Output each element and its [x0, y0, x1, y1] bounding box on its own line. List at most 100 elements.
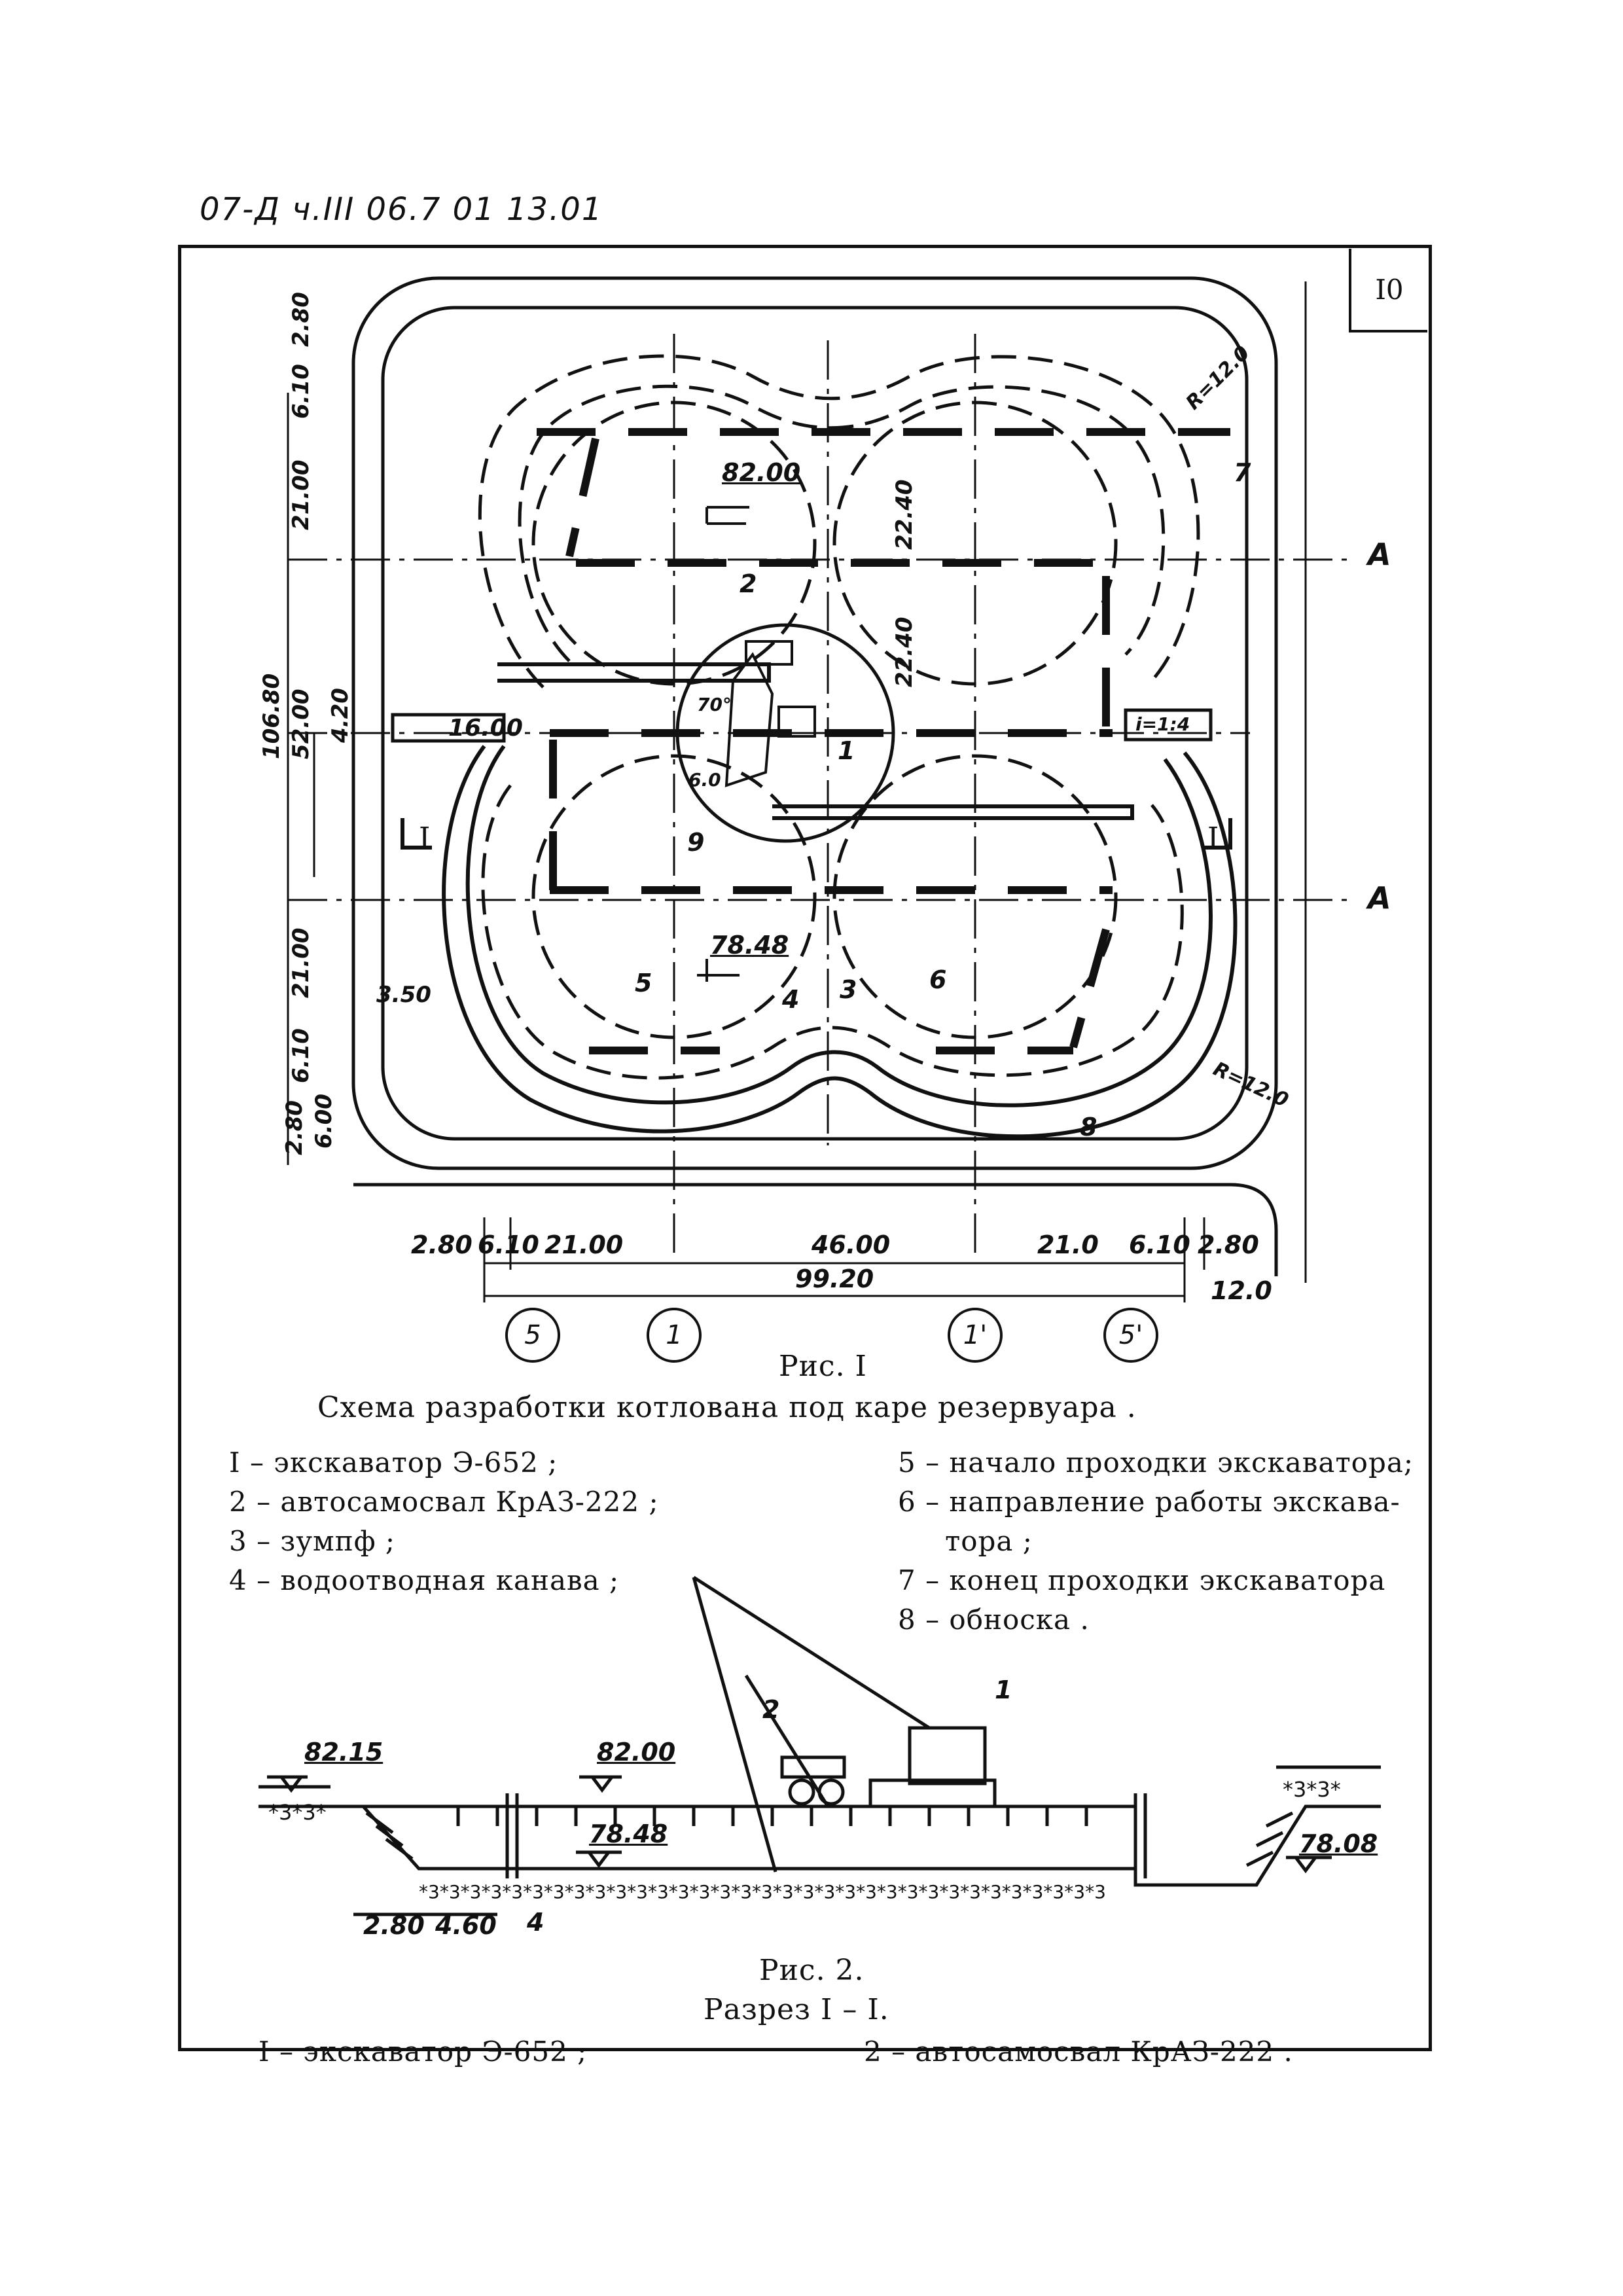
drawing-frame [178, 245, 1432, 2051]
elevation-label-82-15: 82.15 [304, 1738, 383, 1767]
section-ticks [456, 1806, 1088, 1826]
excavator-symbol [777, 706, 816, 738]
axis-bubble-5-prime: 5' [1103, 1308, 1158, 1363]
elevation-label-82-00: 82.00 [722, 458, 801, 487]
fig1-label: Рис. I [779, 1350, 867, 1383]
axis-bubble-5: 5 [505, 1308, 560, 1363]
elevation-label-78-48-section: 78.48 [589, 1820, 668, 1848]
callout-section-1: 1 [995, 1676, 1012, 1704]
ramp-right [1124, 708, 1213, 742]
lower-pit-edge [465, 745, 1213, 1107]
slope-hatch-right [1245, 1811, 1294, 1867]
legend-left: I – экскаватор Э-652 ; 2 – автосамосвал … [229, 1443, 659, 1600]
movement-path-se [1069, 928, 1110, 1049]
dim-h-21-00: 21.00 [544, 1230, 624, 1259]
callout-7: 7 [1234, 458, 1251, 487]
callout-2: 2 [740, 569, 757, 598]
upper-pit-outline [478, 354, 1200, 689]
fig2-legend-1: I – экскаватор Э-652 ; [259, 2036, 588, 2068]
perimeter-road-outer [351, 276, 1278, 1170]
axis-label-A-lower: А [1368, 880, 1391, 916]
callout-3: 3 [840, 975, 857, 1004]
legend-item-1: I – экскаватор Э-652 ; [229, 1446, 558, 1479]
dim-6-0: 6.0 [688, 769, 721, 791]
bench-lower [772, 804, 1134, 820]
axis-bubble-1-prime: 1' [948, 1308, 1003, 1363]
elevation-label-82-00-section: 82.00 [597, 1738, 676, 1767]
elevation-mark-upper [705, 506, 749, 525]
slope-hatch-left [365, 1812, 414, 1860]
break-mark-left [505, 1793, 519, 1878]
truck-symbol [745, 640, 793, 666]
legend-item-4: 4 – водоотводная канава ; [229, 1564, 620, 1596]
upper-pit-inner [518, 384, 1166, 662]
slope-label: i=1:4 [1135, 713, 1190, 735]
road-lower [353, 1183, 1278, 1276]
svg-text:*3*3*: *3*3* [1283, 1777, 1341, 1802]
callout-section-4: 4 [527, 1908, 544, 1937]
callout-1: 1 [838, 736, 855, 765]
perimeter-road-inner [381, 306, 1249, 1141]
dim-3-50: 3.50 [376, 982, 431, 1008]
fig2-caption: Разрез I – I. [704, 1993, 889, 2026]
legend-item-7: 7 – конец проходки экскаватора [898, 1564, 1386, 1596]
elevation-mark-78-48 [576, 1850, 622, 1869]
break-mark-right [1133, 1793, 1147, 1878]
bench-upper [497, 662, 771, 683]
callout-5: 5 [635, 969, 652, 997]
elevation-label-78-08: 78.08 [1299, 1829, 1378, 1858]
document-code: 07-Д ч.III 06.7 01 13.01 [200, 191, 603, 228]
dim-h-6-10-left: 6.10 [478, 1230, 539, 1259]
ramp-width-label: 16.00 [448, 715, 523, 742]
dim-h-21-0: 21.0 [1037, 1230, 1099, 1259]
dim-h-outer: 12.0 [1211, 1276, 1272, 1305]
ramp-left [391, 713, 506, 743]
fig2-legend-2: 2 – автосамосвал КрАЗ-222 . [864, 2036, 1293, 2068]
crane-boom [692, 1577, 777, 1873]
elevation-mark-lower [697, 959, 740, 982]
section-mark-left [401, 818, 432, 850]
callout-9: 9 [687, 828, 705, 857]
legend-item-6-cont: тора ; [945, 1525, 1033, 1557]
section-mark-right [1204, 818, 1232, 850]
elevation-mark-78-08 [1286, 1856, 1332, 1874]
section-label-left: I [419, 821, 431, 855]
excavator-cab [908, 1726, 987, 1785]
legend-item-2: 2 – автосамосвал КрАЗ-222 ; [229, 1486, 659, 1518]
excavator-track [868, 1778, 997, 1808]
dim-h-46-00: 46.00 [812, 1230, 891, 1259]
excavation-profile [259, 1804, 1381, 1887]
callout-4: 4 [782, 985, 800, 1014]
sheet-number: I0 [1349, 249, 1427, 332]
fig1-caption: Схема разработки котлована под каре резе… [317, 1391, 1137, 1424]
legend-item-6: 6 – направление работы экскава- [898, 1486, 1400, 1518]
svg-text:*3*3*: *3*3* [268, 1800, 327, 1825]
dim-h-2-80-left: 2.80 [411, 1230, 473, 1259]
legend-item-8: 8 – обноска . [898, 1604, 1090, 1636]
callout-6: 6 [929, 965, 947, 994]
movement-path-nw [565, 437, 599, 558]
legend-item-3: 3 – зумпф ; [229, 1525, 396, 1557]
fig2-label: Рис. 2. [759, 1954, 865, 1987]
elevation-label-78-48: 78.48 [710, 931, 789, 960]
section-label-right: I [1207, 821, 1220, 855]
axis-bubble-1: 1 [647, 1308, 702, 1363]
legend-right: 5 – начало проходки экскаватора; 6 – нап… [898, 1443, 1428, 1640]
truck-body [780, 1755, 846, 1779]
lower-pit-top-edge [442, 745, 1238, 1139]
dim-section-4-60: 4.60 [435, 1911, 497, 1940]
crane-cable [692, 1575, 931, 1730]
angle-label: 70° [697, 694, 732, 715]
callout-section-2: 2 [762, 1695, 780, 1724]
crane-stick [744, 1674, 830, 1808]
callout-8: 8 [1080, 1113, 1097, 1141]
svg-text:*3*3*3*3*3*3*3*3*3*3*3*3*3*3*3: *3*3*3*3*3*3*3*3*3*3*3*3*3*3*3*3*3*3*3*3… [419, 1881, 1106, 1903]
axis-label-A-upper: А [1368, 537, 1391, 572]
legend-item-5: 5 – начало проходки экскаватора; [898, 1446, 1414, 1479]
dim-section-2-80: 2.80 [363, 1911, 425, 1940]
dim-h-total: 99.20 [795, 1265, 874, 1293]
elevation-mark-82-15 [267, 1775, 308, 1793]
elevation-mark-82-00 [579, 1775, 622, 1793]
